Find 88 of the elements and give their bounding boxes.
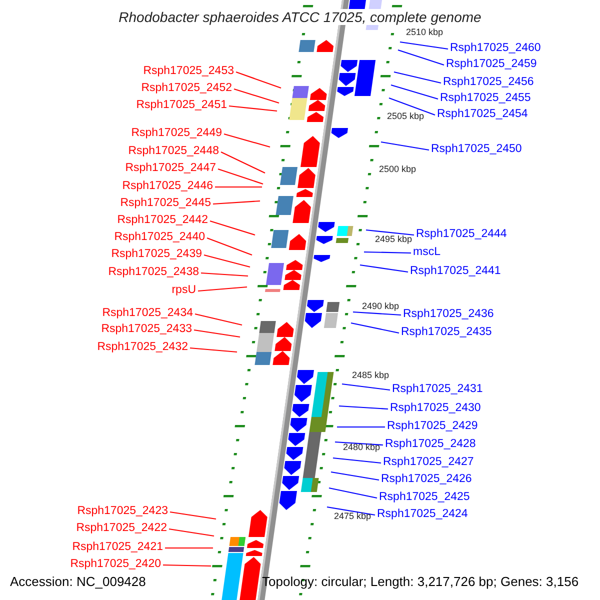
gene-label: Rsph17025_2448 xyxy=(128,145,219,158)
leader-line xyxy=(194,313,242,326)
scale-label: 2475 kbp xyxy=(334,512,372,521)
leader-line xyxy=(330,471,380,481)
gene-label: Rsph17025_2449 xyxy=(131,127,222,140)
footer-text: Accession: NC_009428 xyxy=(10,574,146,589)
gene-label: Rsph17025_2435 xyxy=(401,326,492,339)
leader-line xyxy=(228,105,278,112)
gene-label: Rsph17025_2447 xyxy=(125,162,216,175)
leader-line xyxy=(194,329,240,338)
leader-line xyxy=(170,511,216,520)
leader-line xyxy=(364,251,412,254)
leader-line xyxy=(390,84,438,100)
scale-label: 2505 kbp xyxy=(387,112,424,121)
gene-label: Rsph17025_2429 xyxy=(387,420,478,433)
scale-label: 2495 kbp xyxy=(375,235,412,244)
leader-line xyxy=(210,220,256,236)
leader-line xyxy=(394,71,442,84)
gene-label: Rsph17025_2454 xyxy=(437,108,528,121)
leader-line xyxy=(215,186,262,188)
gene-label: Rsph17025_2455 xyxy=(440,92,531,105)
leader-line xyxy=(234,88,280,104)
gene-label: Rsph17025_2451 xyxy=(136,99,227,112)
gene-label: Rsph17025_2420 xyxy=(70,558,161,571)
leader-line xyxy=(204,254,250,268)
scale-label: 2510 kbp xyxy=(406,28,444,37)
scale-label: 2480 kbp xyxy=(343,443,380,452)
leader-line xyxy=(332,457,382,464)
gene-label: Rsph17025_2425 xyxy=(379,491,470,504)
leader-line xyxy=(326,506,376,516)
scale-label: 2500 kbp xyxy=(379,165,416,174)
leader-line xyxy=(206,237,252,256)
gene-label: Rsph17025_2440 xyxy=(114,231,205,244)
gene-label: Rsph17025_2446 xyxy=(122,180,213,193)
leader-line xyxy=(162,564,212,567)
gene-label: Rsph17025_2423 xyxy=(77,505,168,518)
gene-label: Rsph17025_2434 xyxy=(102,307,193,320)
scale-label: 2485 kbp xyxy=(352,371,390,380)
leader-line xyxy=(342,383,390,391)
leader-line xyxy=(366,229,414,236)
gene-label: Rsph17025_2421 xyxy=(72,541,163,554)
gene-label: Rsph17025_2460 xyxy=(450,42,541,55)
gene-label: Rsph17025_2436 xyxy=(403,308,494,321)
gene-label: Rsph17025_2438 xyxy=(108,266,199,279)
leader-line xyxy=(360,264,408,273)
leader-line xyxy=(236,71,282,89)
gene-label: Rsph17025_2439 xyxy=(111,248,202,261)
leader-line xyxy=(165,547,213,549)
gene-label: Rsph17025_2452 xyxy=(141,82,232,95)
leader-line xyxy=(328,487,378,499)
gene-label: Rsph17025_2428 xyxy=(385,438,476,451)
gene-label: Rsph17025_2426 xyxy=(381,473,472,486)
leader-line xyxy=(224,133,270,148)
gene-label: Rsph17025_2430 xyxy=(390,402,481,415)
leader-line xyxy=(337,426,385,428)
gene-label: rpsU xyxy=(172,284,196,297)
leader-line xyxy=(218,168,264,185)
leader-line xyxy=(200,272,248,277)
gene-label: Rsph17025_2450 xyxy=(431,143,522,156)
leader-line xyxy=(388,97,436,116)
gene-label: Rsph17025_2453 xyxy=(143,65,234,78)
gene-label: Rsph17025_2432 xyxy=(97,341,188,354)
gene-label: Rsph17025_2444 xyxy=(416,228,507,241)
leader-line xyxy=(398,49,444,66)
gene-label: Rsph17025_2459 xyxy=(446,58,537,71)
gene-label: Rsph17025_2427 xyxy=(383,456,474,469)
gene-label: Rsph17025_2424 xyxy=(377,508,468,521)
leader-line xyxy=(352,311,402,316)
leader-line xyxy=(220,152,266,174)
leader-line xyxy=(380,141,430,151)
gene-label: Rsph17025_2433 xyxy=(101,323,192,336)
leader-line xyxy=(168,528,214,537)
gene-label: Rsph17025_2442 xyxy=(117,214,208,227)
gene-label: Rsph17025_2441 xyxy=(410,265,501,278)
gene-label: Rsph17025_2422 xyxy=(76,522,167,535)
leader-line xyxy=(338,405,388,410)
gene-label: Rsph17025_2431 xyxy=(392,383,483,396)
gene-label: Rsph17025_2445 xyxy=(120,197,211,210)
gene-label: mscL xyxy=(413,246,440,259)
gene-label: Rsph17025_2456 xyxy=(443,76,534,89)
footer-text: Topology: circular; Length: 3,217,726 bp; Genes: 3,156 xyxy=(262,574,579,589)
leader-line xyxy=(334,441,384,446)
leader-line xyxy=(350,322,400,334)
leader-line xyxy=(212,200,260,205)
leader-line xyxy=(198,286,248,292)
leader-line xyxy=(190,347,238,353)
scale-label: 2490 kbp xyxy=(362,302,400,311)
leader-line xyxy=(400,41,448,50)
